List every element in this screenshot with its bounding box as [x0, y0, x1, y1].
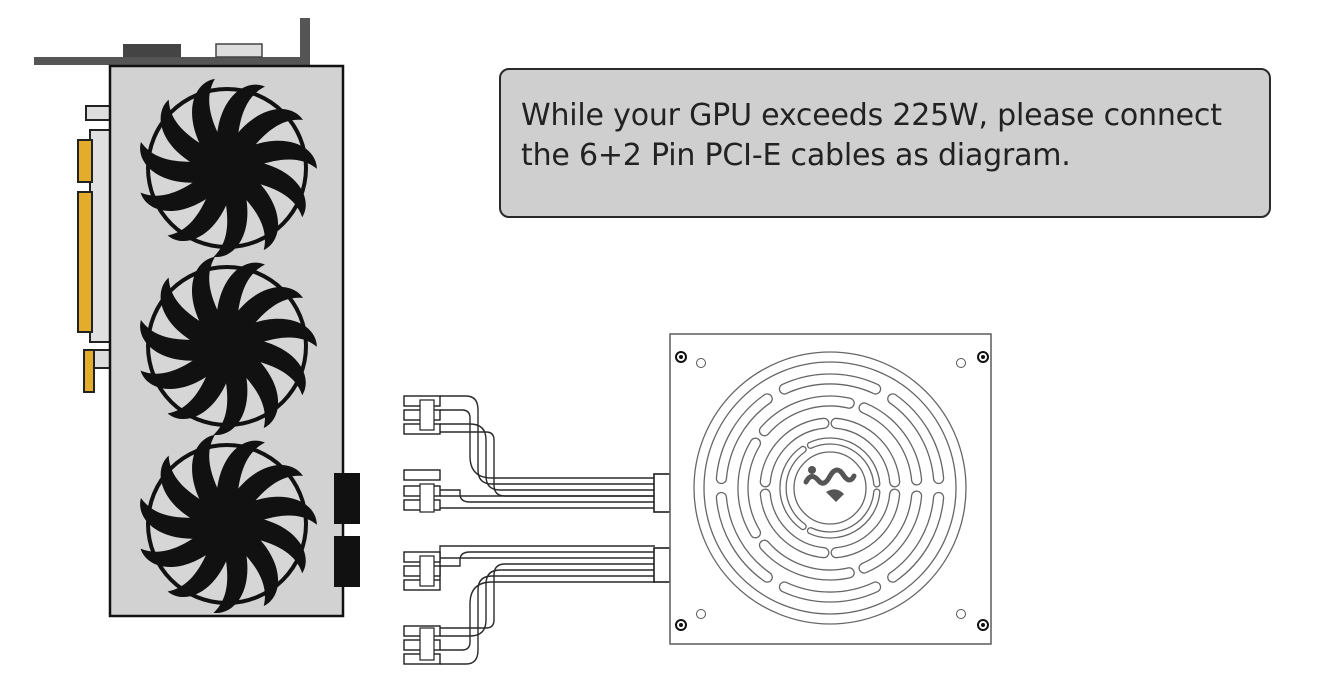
- fan-blade: [140, 497, 205, 539]
- psu-screw-holes: [675, 351, 989, 631]
- grill-slot: [758, 395, 855, 437]
- gpu-pcie-fingers: [77, 105, 113, 393]
- fan-blade: [216, 84, 265, 144]
- fan-blade: [244, 318, 317, 347]
- fan-blade: [167, 192, 231, 242]
- grill-slot: [737, 437, 762, 539]
- fan-blade: [192, 256, 221, 332]
- grill-slot: [778, 581, 882, 603]
- grill-slot: [806, 437, 881, 488]
- fan-blade: [241, 531, 279, 607]
- fan-blade: [216, 262, 265, 322]
- grill-slot: [759, 488, 830, 559]
- gpu-power-socket-1: [334, 473, 360, 524]
- fan-blade: [216, 440, 265, 500]
- fan-blade: [160, 455, 206, 524]
- fan-blade: [140, 534, 216, 567]
- grill-slot: [715, 491, 773, 583]
- psu-fan-grill: [693, 351, 967, 625]
- fan-blade: [140, 178, 216, 211]
- grill-slot: [887, 491, 945, 583]
- fan-blade: [213, 544, 248, 613]
- fan-blade: [252, 160, 306, 218]
- cable-sleeve-lower: [653, 547, 671, 583]
- fan-blade: [231, 109, 303, 150]
- grill-slot: [858, 402, 923, 486]
- fan-blade: [252, 516, 306, 574]
- fan-blade: [192, 78, 221, 154]
- fan-blade: [140, 141, 205, 183]
- grill-slot: [830, 417, 901, 488]
- grill-slot: [778, 373, 882, 395]
- pcie-6plus2-connectors-upper: [403, 395, 441, 513]
- fan-blade: [213, 366, 248, 435]
- grill-slot: [715, 393, 773, 485]
- grill-slot: [858, 490, 923, 574]
- fan-blade: [231, 465, 303, 506]
- grill-slot: [759, 417, 830, 488]
- grill-slot: [830, 488, 901, 559]
- fan-blade: [231, 287, 303, 328]
- power-supply-unit: [669, 333, 992, 645]
- pcie-cable-upper: [440, 395, 655, 509]
- gpu-io-bracket: [34, 18, 310, 65]
- fan-blade: [241, 175, 279, 251]
- fan-blade: [241, 353, 279, 429]
- grill-slot: [887, 393, 945, 485]
- fan-blade: [140, 356, 216, 389]
- cable-sleeve-upper: [653, 473, 671, 513]
- fan-blade: [167, 370, 231, 420]
- instruction-callout: While your GPU exceeds 225W, please conn…: [499, 68, 1271, 218]
- fan-blade: [160, 277, 206, 346]
- graphics-card: [34, 18, 360, 618]
- fan-blade: [252, 338, 306, 396]
- instruction-text: While your GPU exceeds 225W, please conn…: [521, 98, 1222, 173]
- grill-slot: [779, 445, 807, 531]
- gpu-fan-bottom: [140, 434, 317, 613]
- grill-slot: [758, 539, 855, 581]
- fan-blade: [160, 99, 206, 168]
- pcie-6plus2-connectors-lower: [403, 551, 441, 665]
- fan-blade: [213, 188, 248, 257]
- gpu-power-socket-2: [334, 536, 360, 587]
- inwin-logo: [803, 466, 857, 502]
- gpu-fan-middle: [140, 256, 317, 435]
- fan-blade: [244, 140, 317, 169]
- gpu-fan-top: [140, 78, 317, 257]
- fan-blade: [192, 434, 221, 510]
- fan-blade: [167, 548, 231, 598]
- fan-blade: [244, 496, 317, 525]
- pcie-cable-lower: [439, 545, 655, 665]
- fan-blade: [140, 319, 205, 361]
- grill-slot: [806, 488, 881, 539]
